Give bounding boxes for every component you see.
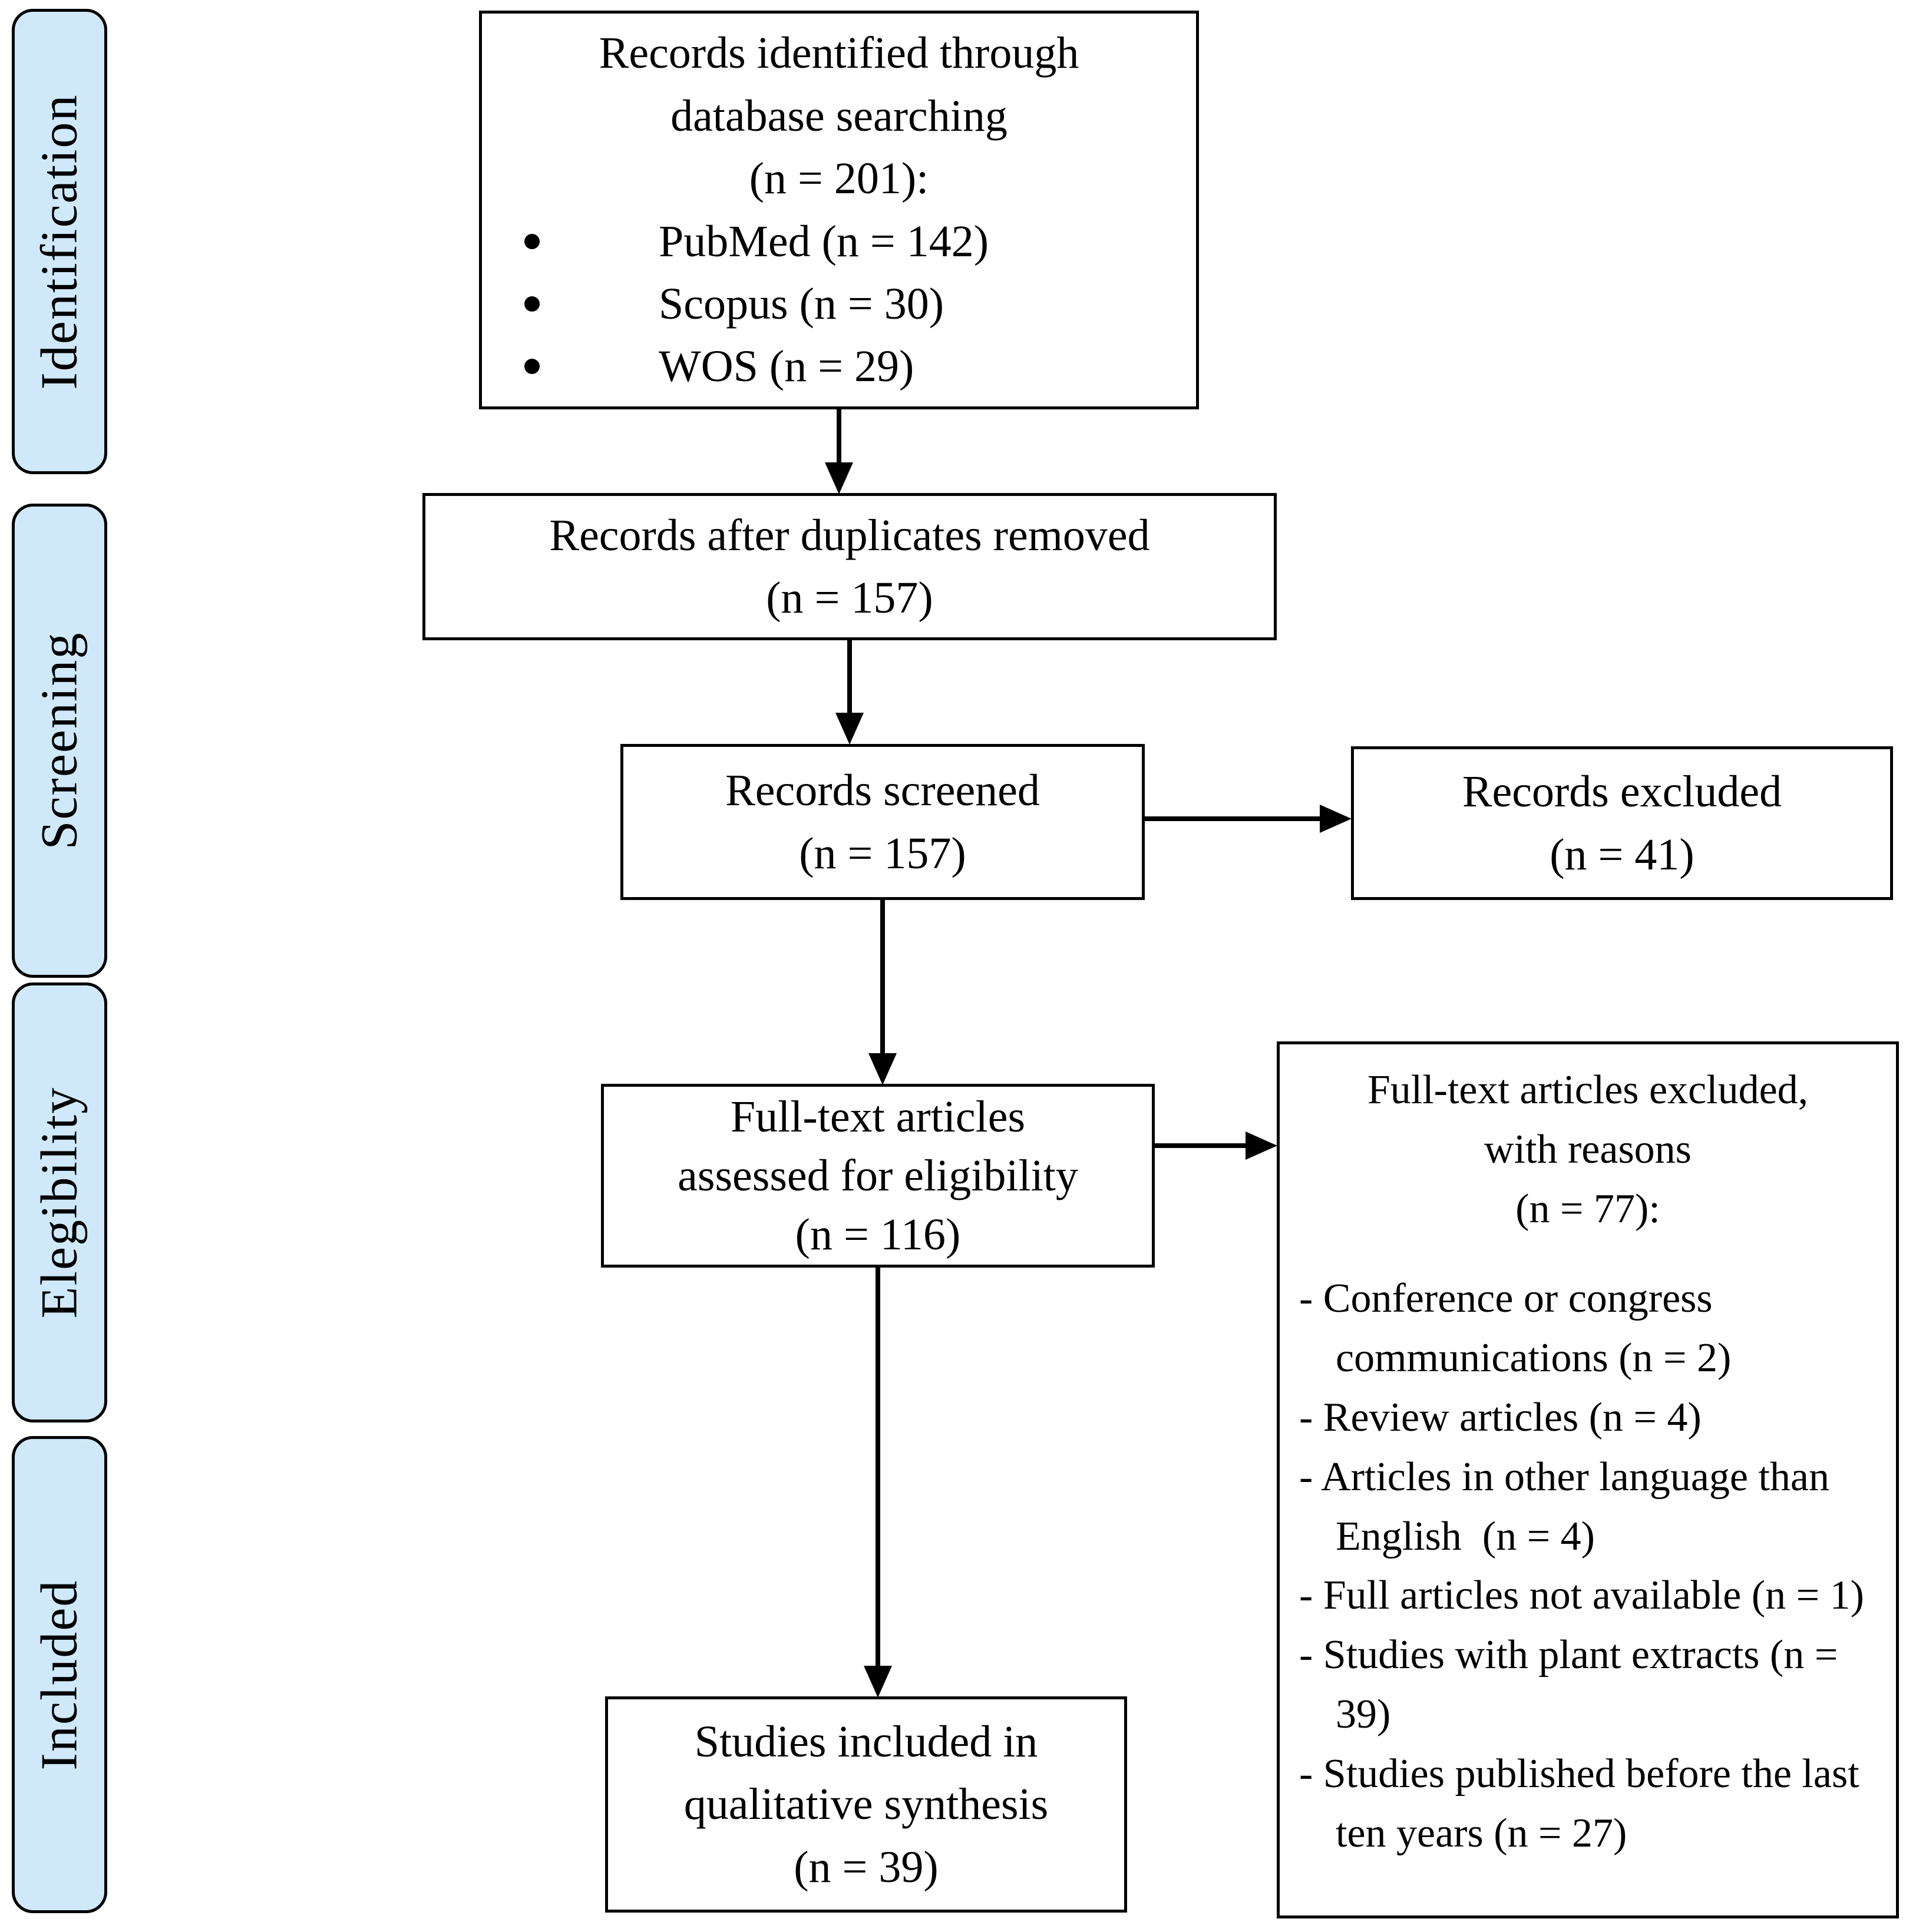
fulltext-assessed-line: Full-text articles bbox=[730, 1091, 1026, 1142]
stage-elegibility: Elegibility bbox=[12, 982, 107, 1422]
bullet-icon bbox=[524, 233, 540, 249]
fulltext-assessed-line: assessed for eligibility bbox=[678, 1150, 1078, 1200]
fulltext-excluded-title: Full-text articles excluded, bbox=[1367, 1067, 1809, 1113]
box-fulltext-excluded: Full-text articles excluded, with reason… bbox=[1277, 1041, 1899, 1918]
database-item-wos: WOS (n = 29) bbox=[482, 335, 1196, 398]
exclusion-reason: - Review articles (n = 4) bbox=[1299, 1394, 1702, 1440]
box-records-identified: Records identified through database sear… bbox=[479, 11, 1199, 409]
database-item-scopus: Scopus (n = 30) bbox=[482, 273, 1196, 335]
database-item-label: WOS (n = 29) bbox=[659, 342, 914, 392]
stage-screening: Screening bbox=[12, 504, 107, 978]
records-excluded-count: (n = 41) bbox=[1550, 829, 1694, 879]
stage-included-label: Included bbox=[31, 1579, 88, 1770]
studies-included-line: Studies included in bbox=[694, 1716, 1038, 1766]
box-duplicates-removed: Records after duplicates removed (n = 15… bbox=[422, 493, 1277, 640]
database-item-pubmed: PubMed (n = 142) bbox=[482, 210, 1196, 273]
stage-identification: Identification bbox=[12, 9, 107, 474]
stage-included: Included bbox=[12, 1436, 107, 1913]
fulltext-excluded-title: with reasons bbox=[1484, 1126, 1692, 1172]
database-item-label: PubMed (n = 142) bbox=[659, 216, 989, 266]
fulltext-assessed-count: (n = 116) bbox=[795, 1210, 961, 1260]
stage-screening-label: Screening bbox=[31, 631, 88, 850]
box-studies-included: Studies included in qualitative synthesi… bbox=[605, 1696, 1127, 1913]
stage-identification-label: Identification bbox=[31, 93, 88, 390]
box-fulltext-assessed: Full-text articles assessed for eligibil… bbox=[601, 1084, 1155, 1268]
records-screened-count: (n = 157) bbox=[799, 828, 966, 878]
database-item-label: Scopus (n = 30) bbox=[659, 279, 944, 329]
stage-elegibility-label: Elegibility bbox=[31, 1086, 88, 1319]
fulltext-excluded-count: (n = 77): bbox=[1515, 1186, 1660, 1232]
exclusion-reason: - Conference or congress communications … bbox=[1299, 1276, 1732, 1381]
bullet-icon bbox=[524, 359, 540, 375]
exclusion-reason: - Studies published before the last ten … bbox=[1299, 1751, 1870, 1856]
exclusion-reason: - Full articles not available (n = 1) bbox=[1299, 1573, 1864, 1619]
bullet-icon bbox=[524, 296, 540, 312]
records-excluded-line: Records excluded bbox=[1462, 767, 1782, 817]
duplicates-removed-count: (n = 157) bbox=[766, 573, 933, 623]
exclusion-reason: - Studies with plant extracts (n = 39) bbox=[1299, 1632, 1848, 1737]
box-records-excluded: Records excluded (n = 41) bbox=[1351, 746, 1893, 900]
studies-included-count: (n = 39) bbox=[794, 1842, 939, 1892]
studies-included-line: qualitative synthesis bbox=[683, 1779, 1049, 1830]
records-identified-line: Records identified through bbox=[599, 28, 1079, 78]
records-identified-line: database searching bbox=[670, 91, 1007, 141]
box-records-screened: Records screened (n = 157) bbox=[620, 744, 1145, 900]
duplicates-removed-line: Records after duplicates removed bbox=[549, 510, 1150, 560]
records-identified-count: (n = 201): bbox=[749, 154, 929, 204]
exclusion-reason: - Articles in other language than Englis… bbox=[1299, 1454, 1840, 1559]
records-screened-line: Records screened bbox=[725, 766, 1040, 816]
